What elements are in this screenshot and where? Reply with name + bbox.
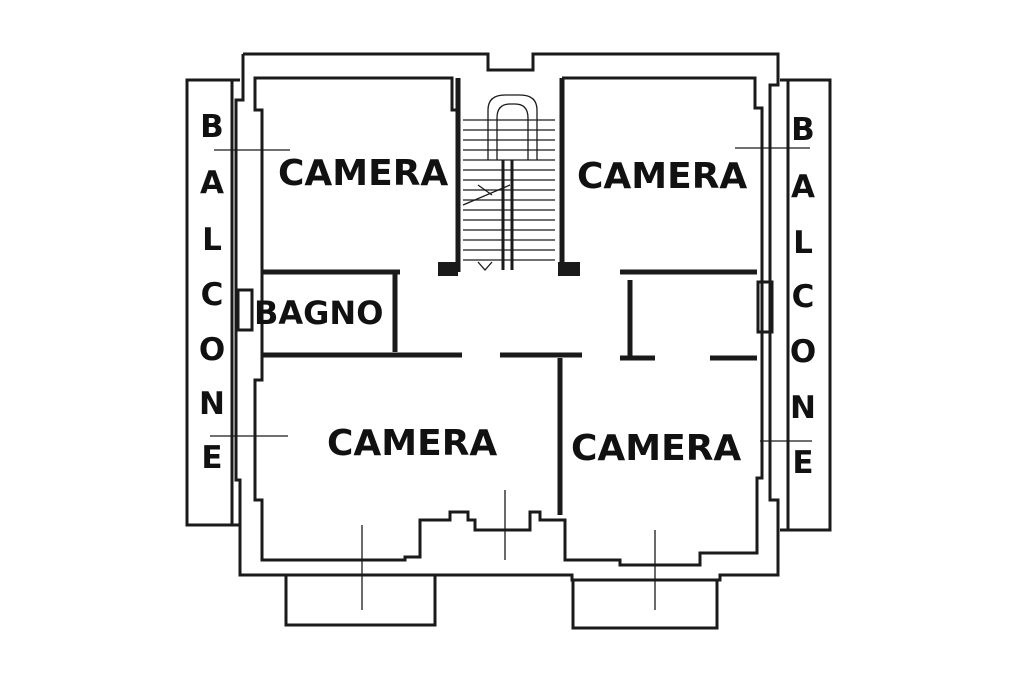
room-label-camera-bottom-left: CAMERA [327,423,497,464]
balcony-left-letter: O [199,332,225,368]
room-label-camera-top-right: CAMERA [577,156,747,197]
balcony-left-letter: N [199,386,225,422]
balcony-right-letter: N [790,390,816,426]
interior-walls [262,269,757,515]
balcony-right-letter: C [792,279,815,315]
front-balconies [284,575,719,630]
balcony-left-letter: L [202,222,222,258]
room-label-bagno: BAGNO [254,294,383,332]
balcony-right-letter: A [791,169,815,205]
balcony-left-letter: B [200,109,224,145]
balcony-right-letter: E [792,445,813,481]
balcony-left-letter: C [201,277,224,313]
balcony-left-letter: E [201,440,222,476]
window-markers [236,280,774,610]
balcony-right-letter: O [790,334,816,370]
exterior-walls [234,52,780,582]
balcony-left-letter: A [200,165,224,201]
room-label-camera-bottom-right: CAMERA [571,428,741,469]
balcony-right-letter: L [793,225,813,261]
balcony-right-letter: B [791,112,815,148]
staircase [438,78,580,276]
room-label-camera-top-left: CAMERA [278,153,448,194]
right-balcony [735,78,832,532]
left-balcony [185,78,290,527]
